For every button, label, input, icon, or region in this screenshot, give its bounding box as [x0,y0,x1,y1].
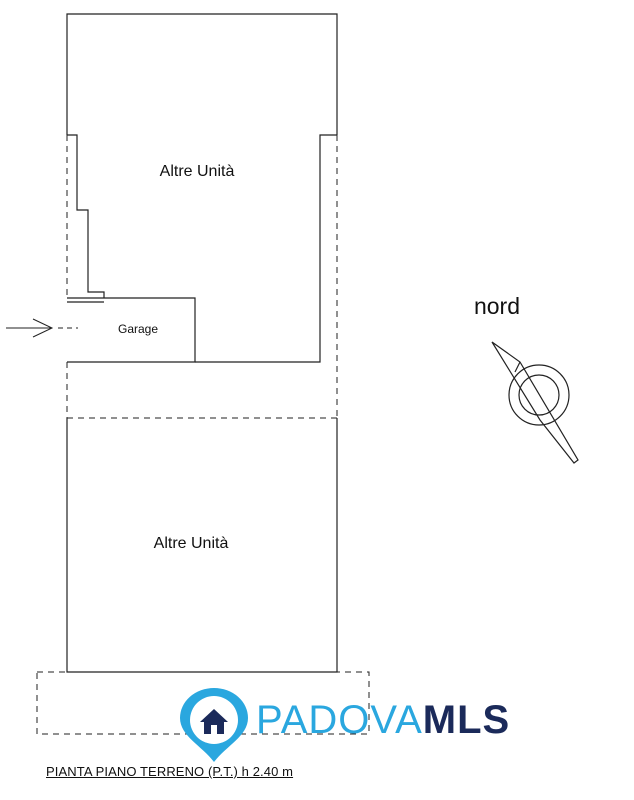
garage-label: Garage [118,322,158,336]
garage-outline [67,297,196,363]
bottom-unit-outline [66,418,338,673]
top-unit-label: Altre Unità [160,163,235,180]
logo-text-padova: PADOVA [256,698,423,742]
north-compass-icon [491,341,579,464]
dashed-boundaries [36,135,370,735]
plan-caption: PIANTA PIANO TERRENO (P.T.) h 2.40 m [46,764,294,779]
north-label: nord [474,293,520,319]
padova-mls-logo: PADOVAMLS [176,688,509,764]
logo-wordmark: PADOVAMLS [256,698,510,742]
top-unit-outline [66,13,338,363]
logo-text-mls: MLS [422,698,511,742]
entrance-arrow-icon [6,318,78,338]
bottom-unit-label: Altre Unità [154,535,229,552]
house-pin-icon [180,688,248,762]
